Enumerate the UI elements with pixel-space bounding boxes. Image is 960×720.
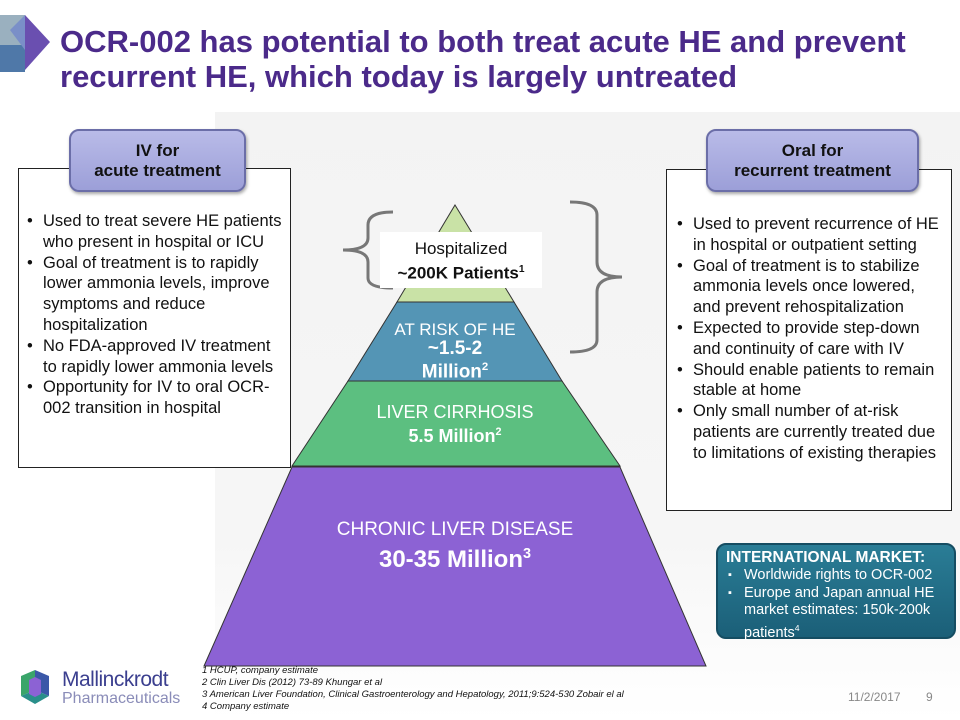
bullet: Worldwide rights to OCR-002 xyxy=(726,567,946,585)
international-heading: INTERNATIONAL MARKET: xyxy=(726,549,926,566)
tab-line: recurrent treatment xyxy=(734,161,891,180)
bullet: Used to treat severe HE patients who pre… xyxy=(21,211,284,253)
iv-bullets: Used to treat severe HE patients who pre… xyxy=(21,211,284,419)
footnote-ref: 3 xyxy=(523,546,532,562)
footnote-ref: 1 xyxy=(518,264,525,275)
right-brace-icon xyxy=(569,200,623,354)
slide-date: 11/2/2017 xyxy=(848,690,901,704)
iv-tab: IV for acute treatment xyxy=(69,129,246,192)
hospitalized-value: ~200K Patients xyxy=(397,263,519,283)
company-logo: Mallinckrodt Pharmaceuticals xyxy=(15,668,180,713)
bullet: Goal of treatment is to rapidly lower am… xyxy=(21,253,284,336)
chronic-label: CHRONIC LIVER DISEASE 30-35 Million3 xyxy=(300,518,610,572)
chronic-value: 30-35 Million xyxy=(378,546,524,573)
bullet: Opportunity for IV to oral OCR-002 trans… xyxy=(21,377,284,419)
bullet: No FDA-approved IV treatment to rapidly … xyxy=(21,336,284,378)
international-market-box: INTERNATIONAL MARKET: Worldwide rights t… xyxy=(716,543,956,642)
at-risk-unit: Million xyxy=(421,361,482,383)
tab-line: acute treatment xyxy=(94,161,221,180)
tab-line: IV for xyxy=(135,141,180,160)
footnote: 4 Company estimate xyxy=(202,701,290,712)
footnote-ref: 4 xyxy=(794,622,800,633)
at-risk-label: AT RISK OF HE ~1.5-2 Million2 xyxy=(375,320,535,381)
bullet: Goal of treatment is to stabilize ammoni… xyxy=(671,256,947,318)
cirrhosis-value: 5.5 Million xyxy=(408,426,496,446)
slide-title: OCR-002 has potential to both treat acut… xyxy=(60,24,906,94)
oral-tab: Oral for recurrent treatment xyxy=(706,129,919,192)
bullet: Used to prevent recurrence of HE in hosp… xyxy=(671,214,947,256)
left-brace-icon xyxy=(342,210,394,290)
logo-mark-icon xyxy=(21,670,49,704)
bullet: Expected to provide step-down and contin… xyxy=(671,318,947,360)
footnote: 1 HCUP, company estimate xyxy=(202,665,318,676)
iv-treatment-panel: Used to treat severe HE patients who pre… xyxy=(18,168,291,468)
footnote: 2 Clin Liver Dis (2012) 73-89 Khungar et… xyxy=(202,677,383,688)
tab-line: Oral for xyxy=(781,141,844,160)
footnote-ref: 2 xyxy=(495,426,502,438)
bullet: Only small number of at-risk patients ar… xyxy=(671,401,947,463)
hospitalized-title: Hospitalized xyxy=(414,239,508,258)
bullet: Europe and Japan annual HE market estima… xyxy=(726,585,946,642)
footnotes: 1 HCUP, company estimate 2 Clin Liver Di… xyxy=(202,665,624,713)
at-risk-title: AT RISK OF HE xyxy=(394,320,516,339)
cirrhosis-label: LIVER CIRRHOSIS 5.5 Million2 xyxy=(335,402,575,446)
footnote: 3 American Liver Foundation, Clinical Ga… xyxy=(202,689,624,700)
logo-subname: Pharmaceuticals xyxy=(62,690,181,707)
bullet-text: Europe and Japan annual HE market estima… xyxy=(744,584,935,641)
page-number: 9 xyxy=(926,690,933,704)
oral-bullets: Used to prevent recurrence of HE in hosp… xyxy=(671,214,947,464)
bullet: Should enable patients to remain stable … xyxy=(671,360,947,402)
footnote-ref: 2 xyxy=(481,361,489,373)
chronic-title: CHRONIC LIVER DISEASE xyxy=(336,519,574,540)
cirrhosis-title: LIVER CIRRHOSIS xyxy=(376,402,534,422)
hospitalized-label: Hospitalized ~200K Patients1 xyxy=(380,232,542,288)
at-risk-value: ~1.5-2 xyxy=(427,338,483,359)
slide-decoration-icon xyxy=(0,15,50,72)
pyramid-tier-chronic xyxy=(203,466,707,667)
oral-treatment-panel: Used to prevent recurrence of HE in hosp… xyxy=(666,169,952,511)
logo-name: Mallinckrodt xyxy=(62,668,169,691)
